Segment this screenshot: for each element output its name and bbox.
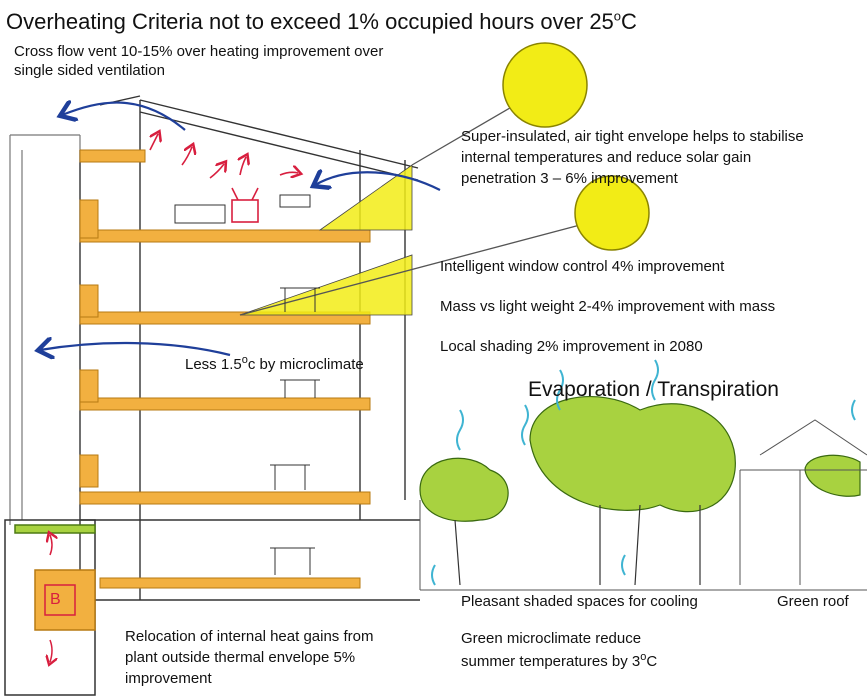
label-super-insulated-line-3: penetration 3 – 6% improvement — [461, 170, 678, 187]
neighbour-building — [9, 134, 81, 525]
plant-room — [4, 519, 96, 696]
vapour-arrows — [431, 359, 856, 586]
label-cross-flow-line-1: Cross flow vent 10-15% over heating impr… — [14, 43, 384, 60]
label-relocation-line-3: improvement — [125, 670, 212, 687]
label-super-insulated-line-2: internal temperatures and reduce solar g… — [461, 149, 752, 166]
floor-slabs — [79, 149, 371, 589]
boiler-mark: B — [50, 591, 61, 608]
label-mass: Mass vs light weight 2-4% improvement wi… — [440, 298, 776, 315]
sun-middle — [574, 175, 650, 251]
page-title: Overheating Criteria not to exceed 1% oc… — [6, 8, 637, 34]
heat-sources — [149, 134, 298, 223]
furniture — [174, 194, 320, 575]
label-window-control: Intelligent window control 4% improvemen… — [440, 258, 725, 275]
ray-lines — [239, 104, 581, 316]
label-relocation-line-2: plant outside thermal envelope 5% — [125, 649, 356, 666]
sun-rays — [239, 164, 413, 316]
sun-top — [502, 42, 588, 128]
label-cross-flow-line-2: single sided ventilation — [14, 62, 165, 79]
label-evaporation: Evaporation / Transpiration — [528, 378, 779, 401]
landscape — [419, 419, 867, 591]
label-green-microclimate-line-2: summer temperatures by 3oC — [461, 651, 658, 670]
label-super-insulated-line-1: Super-insulated, air tight envelope help… — [461, 128, 804, 145]
label-green-roof: Green roof — [777, 593, 849, 610]
label-relocation-line-1: Relocation of internal heat gains from — [125, 628, 374, 645]
label-shaded-spaces: Pleasant shaded spaces for cooling — [461, 593, 698, 610]
airflow-arrows — [40, 103, 441, 355]
trees — [419, 396, 861, 586]
label-green-microclimate-line-1: Green microclimate reduce — [461, 630, 642, 647]
label-microclimate: Less 1.5oc by microclimate — [185, 354, 364, 373]
label-local-shading: Local shading 2% improvement in 2080 — [440, 338, 703, 355]
